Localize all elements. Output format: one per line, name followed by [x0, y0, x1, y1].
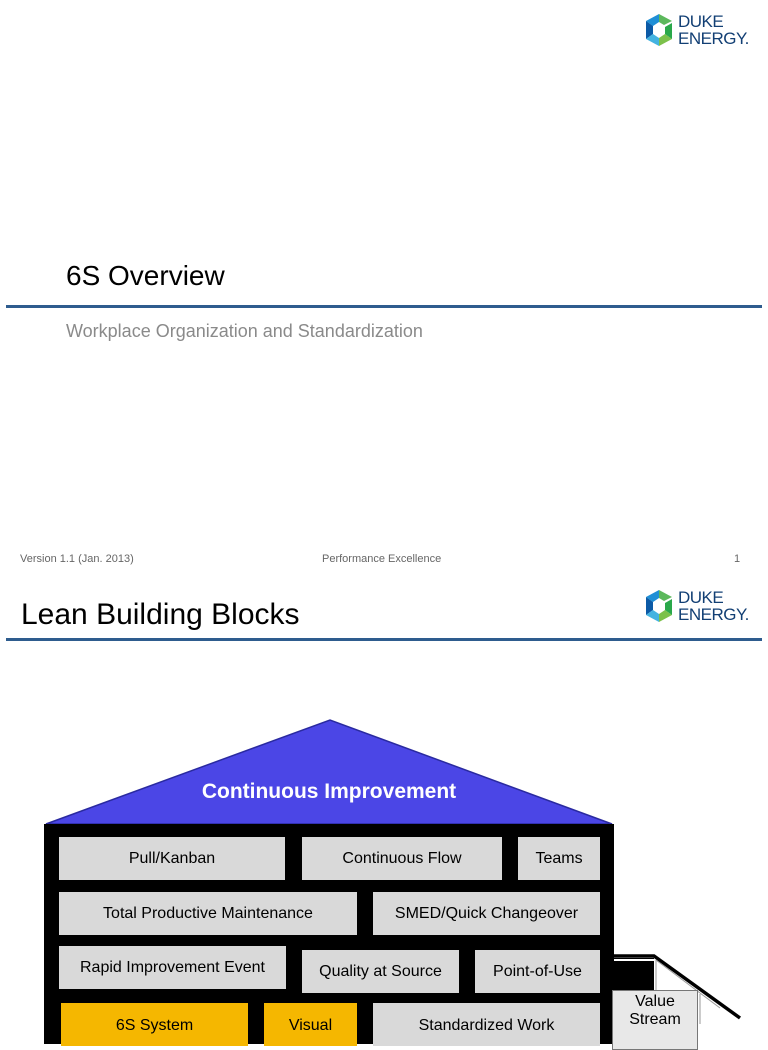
title-divider [6, 638, 762, 641]
block-pull-kanban: Pull/Kanban [59, 837, 285, 880]
slide-title: Lean Building Blocks [21, 598, 300, 631]
block-smed-quick-changeover: SMED/Quick Changeover [373, 892, 600, 935]
title-slide: DUKE ENERGY. 6S Overview Workplace Organ… [6, 12, 762, 565]
lean-house-diagram: Continuous Improvement Pull/Kanban Conti… [0, 580, 768, 1050]
slide-subtitle: Workplace Organization and Standardizati… [66, 321, 423, 341]
footer-page-number: 1 [734, 553, 741, 565]
title-divider [6, 305, 762, 308]
block-teams: Teams [518, 837, 600, 880]
roof-label: Continuous Improvement [201, 780, 457, 803]
lean-building-blocks-slide: Lean Building Blocks DUKE ENERGY. [0, 580, 768, 1050]
block-point-of-use: Point-of-Use [475, 950, 600, 993]
duke-energy-logo-icon [646, 14, 672, 46]
block-visual: Visual [264, 1003, 357, 1046]
value-stream-line2: Stream [629, 1011, 681, 1028]
duke-energy-logo: DUKE ENERGY. [642, 12, 749, 48]
value-stream-line1: Value [635, 993, 675, 1010]
slide-title: 6S Overview [66, 260, 225, 291]
block-continuous-flow: Continuous Flow [302, 837, 502, 880]
block-quality-at-source: Quality at Source [302, 950, 459, 993]
duke-energy-logo-icon [646, 590, 672, 622]
house-roof [45, 719, 613, 825]
duke-energy-logo: DUKE ENERGY. [642, 588, 749, 624]
footer-version: Version 1.1 (Jan. 2013) [20, 553, 134, 565]
duke-energy-logo-text: DUKE ENERGY. [678, 588, 749, 624]
block-rapid-improvement-event: Rapid Improvement Event [59, 946, 286, 989]
block-total-productive-maintenance: Total Productive Maintenance [59, 892, 357, 935]
block-6s-system: 6S System [61, 1003, 248, 1046]
footer-center: Performance Excellence [322, 553, 442, 565]
block-standardized-work: Standardized Work [373, 1003, 600, 1046]
value-stream-box: Value Stream [612, 990, 698, 1050]
duke-energy-logo-text: DUKE ENERGY. [678, 12, 749, 48]
annex-roofline [614, 954, 742, 1020]
